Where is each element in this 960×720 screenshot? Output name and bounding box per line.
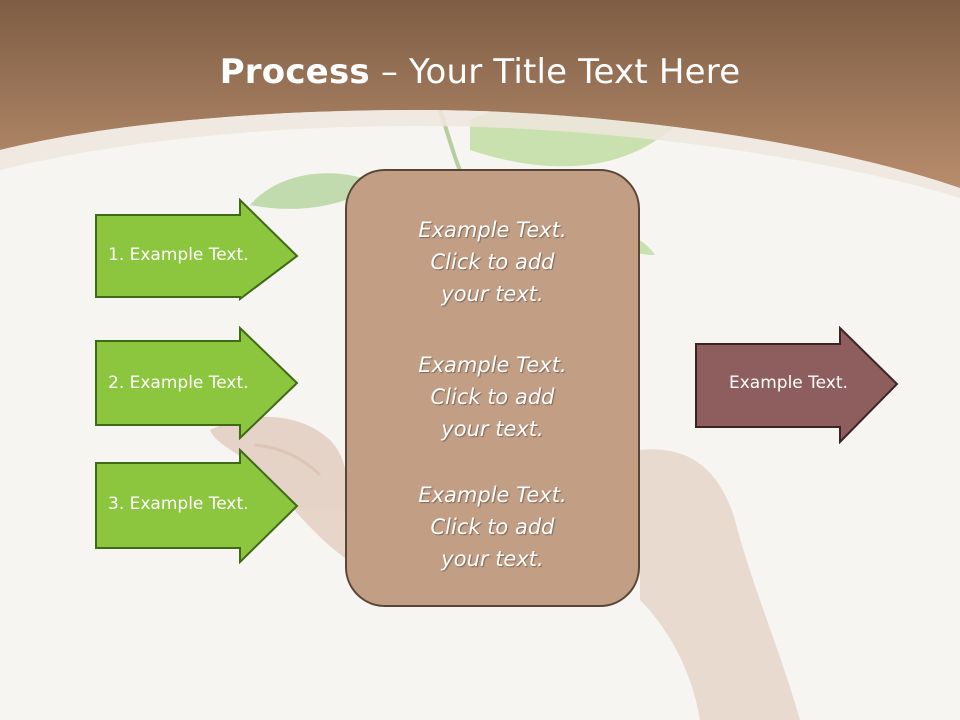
step-arrow-2[interactable] — [94, 326, 300, 440]
output-arrow[interactable] — [694, 326, 900, 444]
center-item-3-line1: Example Text. — [418, 483, 567, 507]
center-item-1-line2: Click to add — [430, 250, 555, 274]
title-rest: – Your Title Text Here — [369, 52, 741, 92]
header-curve-highlight — [0, 110, 960, 198]
center-item-1-line3: your text. — [441, 282, 544, 306]
center-item-3-line2: Click to add — [430, 515, 555, 539]
center-item-3: Example Text. Click to add your text. — [347, 479, 638, 575]
slide-title[interactable]: Process – Your Title Text Here — [0, 52, 960, 92]
center-item-2-line3: your text. — [441, 417, 544, 441]
step-arrow-3-label: 3. Example Text. — [108, 494, 249, 514]
center-item-1-line1: Example Text. — [418, 218, 567, 242]
center-item-3-line3: your text. — [441, 547, 544, 571]
step-arrow-1-label: 1. Example Text. — [108, 245, 249, 265]
step-arrow-2-label: 2. Example Text. — [108, 373, 249, 393]
title-bold: Process — [219, 52, 370, 92]
header-band — [0, 0, 960, 188]
output-arrow-label: Example Text. — [729, 373, 848, 393]
center-item-2-line1: Example Text. — [418, 353, 567, 377]
step-arrow-3[interactable] — [94, 448, 300, 564]
center-text-box[interactable]: Example Text. Click to add your text. Ex… — [345, 169, 640, 607]
center-item-2: Example Text. Click to add your text. — [347, 349, 638, 445]
center-item-1: Example Text. Click to add your text. — [347, 214, 638, 310]
center-item-2-line2: Click to add — [430, 385, 555, 409]
step-arrow-1[interactable] — [94, 198, 300, 302]
